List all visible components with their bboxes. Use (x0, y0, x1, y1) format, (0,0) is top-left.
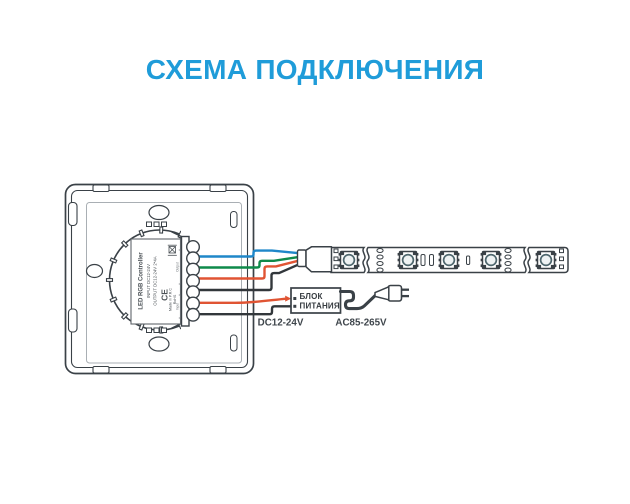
terminal-group-input-label: Input (175, 303, 179, 310)
solder-pad (376, 248, 384, 253)
vent-slot (161, 327, 167, 333)
strip-connector-body (305, 246, 333, 273)
spring-clip (67, 201, 78, 227)
wire-black-power-vminus (194, 305, 292, 316)
oval-hole (148, 336, 170, 352)
solder-pad (559, 264, 564, 270)
power-plug-icon (374, 284, 409, 302)
ce-mark: CE (160, 289, 170, 301)
terminal-block (185, 239, 200, 322)
solder-pad (504, 254, 512, 260)
housing-edge (171, 231, 183, 238)
wire-red-power-vplus (194, 297, 288, 304)
strip-connector-clamp (296, 249, 307, 268)
power-supply: БЛОК ПИТАНИЯ (290, 284, 409, 314)
solder-pad (504, 261, 512, 266)
terminal-group-output-label: Output (175, 262, 179, 272)
dc-voltage-label: DC12-24V (258, 318, 304, 329)
label-input-rating: INPUT DC12-24V (146, 264, 151, 298)
solder-pad (376, 261, 384, 266)
solder-pad (376, 254, 384, 260)
vent-slot (146, 221, 152, 227)
spring-clip (67, 308, 78, 333)
wire-arrow-tip (285, 295, 292, 302)
led-chip (479, 250, 503, 270)
label-rohs: RoHS (173, 294, 177, 304)
screw-slot (230, 211, 238, 228)
weee-icon (167, 244, 177, 256)
wire-terminal-dot (293, 297, 297, 300)
mounting-tab (92, 365, 110, 374)
power-supply-label-line1: БЛОК (300, 292, 323, 301)
oval-hole (148, 204, 170, 221)
led-chip (437, 250, 461, 270)
wires (194, 249, 301, 316)
controller-label: LED RGB Controller INPUT DC12-24V OUTPUT… (130, 238, 182, 325)
solder-pad (333, 256, 339, 262)
label-output-rating: OUTPUT DC12-24V 2*4A (153, 256, 158, 305)
solder-pad (376, 267, 384, 273)
resistor (466, 255, 471, 265)
oval-hole (85, 263, 104, 279)
vent-slot (161, 221, 167, 227)
label-product-name: LED RGB Controller (139, 252, 145, 310)
solder-pad (504, 267, 512, 273)
power-supply-box (290, 287, 342, 314)
wire-black-vplus (194, 263, 301, 292)
strip-connector (296, 246, 333, 273)
ac-voltage-label: AC85-265V (335, 318, 387, 329)
solder-pad (333, 248, 339, 254)
input-bracket (178, 294, 181, 319)
mounting-tab (92, 184, 110, 193)
mounting-tab (209, 365, 227, 374)
led-strip (330, 246, 569, 274)
vent-slot (146, 327, 152, 333)
resistor (420, 254, 426, 266)
wire-terminal-dot (293, 304, 297, 308)
solder-pad (504, 248, 512, 253)
solder-pad (559, 248, 564, 254)
power-supply-label-line2: ПИТАНИЯ (300, 302, 340, 311)
led-chip (534, 250, 558, 270)
wire-green-g (194, 255, 301, 269)
screw-slot (230, 334, 238, 352)
vent-slot (153, 221, 160, 227)
terminal-screw (185, 307, 200, 322)
led-chip (337, 250, 361, 270)
resistor (429, 254, 434, 266)
mounting-tab (209, 184, 227, 193)
led-chip (396, 250, 420, 270)
page-title: СХЕМА ПОДКЛЮЧЕНИЯ (145, 54, 485, 85)
vent-slot (153, 327, 160, 333)
wire-red-r (194, 259, 301, 280)
wire-blue-b (194, 249, 301, 258)
power-cable (338, 289, 378, 311)
mounting-plate (86, 202, 242, 364)
output-bracket (178, 249, 181, 285)
solder-pad (333, 264, 339, 270)
solder-pad (559, 256, 564, 262)
label-made-in: Made in P.R.C (168, 288, 172, 311)
